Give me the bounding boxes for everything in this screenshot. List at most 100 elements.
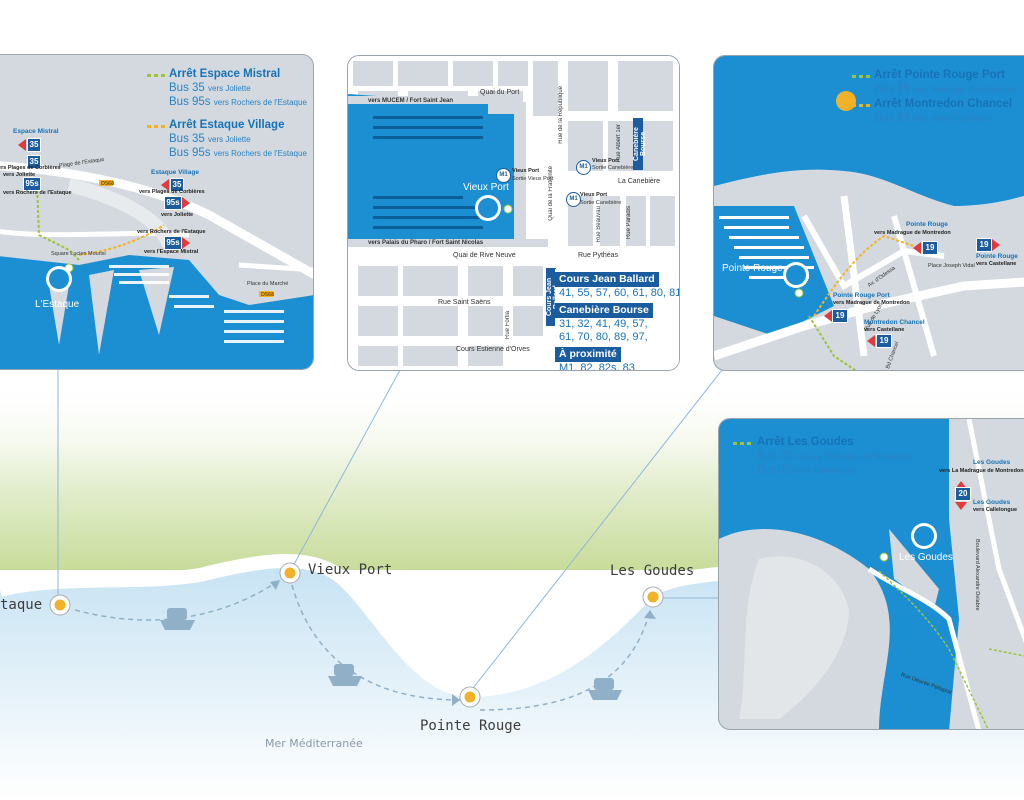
bus-info-box: Cours Jean Ballard 41, 55, 57, 60, 61, 8… [555,269,680,370]
sea-label: Mer Méditerranée [265,737,363,750]
metro-label: Vieux Port [592,158,620,164]
metro-icon: M1 [566,192,581,207]
bus-line: Bus 19 vers Métro Castellane [874,112,991,124]
info-line: 31, 32, 41, 49, 57, [559,318,648,330]
stop-label-vieux-port: Vieux Port [308,562,393,578]
info-line: 41, 55, 57, 60, 61, 80, 81 [559,287,680,299]
bus-line: Bus 95s vers Rochers de l'Estaque [169,96,307,108]
label-lg2: Les Goudes [973,499,1011,506]
info-header: Cours Jean Ballard [555,272,659,287]
label-vers-espace: vers l'Espace Mistral [144,249,199,255]
direction-flag-icon [161,179,169,191]
street-pytheas: Rue Pythéas [578,252,619,259]
label-prp: Pointe Rouge Port [833,292,890,299]
pointe-rouge-panel: Arrêt Pointe Rouge Port Bus 19 vers Madr… [713,55,1024,371]
label-vers-joliette-2: vers Joliette [161,212,194,218]
metro-sub: Sortie Canebière [580,200,622,206]
label-vers-plages-2: vers Plages de Corbières [139,189,205,195]
direction-flag-icon [913,242,921,254]
street-mucem: vers MUCEM / Fort Saint Jean [368,98,454,104]
bus-badge: 35 [27,138,41,152]
estaque-map [0,55,313,369]
street-quai-port: Quai du Port [480,89,520,96]
legend-orange-dash [852,104,870,107]
label-vers-plages: vers Plages de Corbières [0,165,61,171]
label-bd-delabre: Boulevard Alexandre Delabre [974,539,980,611]
les-goudes-panel: Arrêt Les Goudes Bus 20 vers La Madrague… [718,418,1024,730]
estaque-panel: Arrêt Espace Mistral Bus 35 vers Joliett… [0,54,314,370]
bus-badge: 20 [955,487,971,501]
street-saint-saens: Rue Saint Saëns [438,299,491,306]
stop-label-estaque: taque [0,597,43,613]
direction-flag-icon [867,335,875,347]
stop-title-pointe-rouge-port: Arrêt Pointe Rouge Port [874,69,1005,81]
street-fortia: Rue Fortia [505,311,511,340]
metro-icon: M1 [496,168,511,183]
bus-badge: 19 [922,241,938,255]
stop-label-les-goudes: Les Goudes [610,563,695,579]
street-fraternite: Quai de la Fraternité [548,166,554,221]
vieux-port-panel: Quai du Port vers MUCEM / Fort Saint Jea… [347,55,680,371]
direction-flag-icon [955,502,967,510]
street-paradis: Rue Paradis [626,206,632,240]
stop-title-espace-mistral: Arrêt Espace Mistral [169,68,281,80]
bus-line: Bus 20 vers La Madrague de Montredon [757,450,913,462]
metro-label: Vieux Port [580,192,608,198]
bus-line: Bus 20 vers Callelongue [757,464,856,476]
stop-marker-icon [49,562,664,708]
legend-green-dash [733,442,751,445]
street-pharo: vers Palais du Pharo / Fort Saint Nicola… [368,240,484,246]
street-rive-neuve: Quai de Rive Neuve [453,252,516,259]
legend-green-dash [852,75,870,78]
street-republique: Rue de la République [558,86,564,144]
label-place: Place du Marché [247,281,289,287]
label-lg1-dir: vers La Madrague de Montredon [939,468,1024,474]
port-label-estaque: L'Estaque [35,299,80,310]
metro-sub: Sortie Canebière [592,165,634,171]
label-espace-mistral: Espace Mistral [13,128,59,135]
direction-flag-icon [18,139,26,151]
label-estaque-village: Estaque Village [151,169,199,176]
label-place: Place Joseph Vidal [928,263,975,269]
pointe-rouge-map [714,56,1024,370]
metro-icon: M1 [576,160,591,175]
street-beauvau: Rue Beauvau [596,206,602,243]
bus-badge: 19 [832,309,848,323]
label-pr-right-dir: vers Castellane [976,261,1017,267]
label-square: Square Lucien Mourisi [51,251,106,257]
direction-flag-icon [824,310,832,322]
metro-label: Vieux Port [512,168,540,174]
bus-badge: 95s [164,236,182,250]
label-mc-dir: vers Castellane [864,327,905,333]
label-vers-rochers: vers Rochers de l'Estaque [3,190,72,196]
direction-flag-icon [992,239,1000,251]
port-label-vieux-port: Vieux Port [463,182,509,193]
label-lg1: Les Goudes [973,459,1011,466]
label-prp-dir: vers Madrague de Montredon [833,300,910,306]
info-line: 61, 70, 80, 89, 97, [559,331,648,343]
label-vers-rochers-2: vers Rochers de l'Estaque [137,229,206,235]
metro-sub: Sortie Vieux Port [512,176,554,182]
label-mc: Montredon Chancel [864,319,925,326]
stop-bar-canebiere-bourse: Canebière Bourse [633,118,647,170]
stop-title-estaque-village: Arrêt Estaque Village [169,119,285,131]
bus-badge: 95s [164,196,182,210]
road-label: D568 [101,181,115,187]
street-canebiere: La Canebière [618,178,661,185]
info-header: Canebière Bourse [555,303,653,318]
info-header: À proximité [555,347,621,362]
les-goudes-map [719,419,1024,729]
stop-title-les-goudes: Arrêt Les Goudes [757,436,854,448]
port-label-pointe-rouge: Pointe Rouge [722,263,783,274]
stop-title-montredon-chancel: Arrêt Montredon Chancel [874,98,1013,110]
boat-icon [160,608,622,700]
bus-badge: 19 [976,238,992,252]
bus-badge: 19 [876,334,892,348]
bus-line: Bus 35 vers Joliette [169,82,251,94]
label-pr-right: Pointe Rouge [976,253,1018,260]
label-lg2-dir: vers Callelongue [973,507,1018,513]
port-label-les-goudes: Les Goudes [899,552,953,563]
label-pr-top-dir: vers Madrague de Montredon [874,230,951,236]
bus-line: Bus 35 vers Joliette [169,133,251,145]
bus-line: Bus 19 vers Madrague de Montredon [874,83,1018,95]
